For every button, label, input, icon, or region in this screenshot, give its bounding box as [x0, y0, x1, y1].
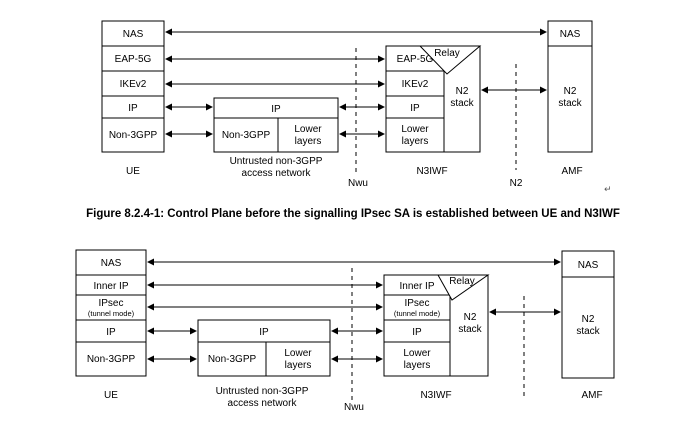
text-line: Untrusted non-3GPP — [216, 386, 309, 397]
access2-non3gpp-label: Non-3GPP — [208, 354, 257, 365]
n3iwf2-ipsec-mode: (tunnel mode) — [394, 309, 441, 318]
text-line: Lower — [294, 124, 322, 135]
n3iwf2-name: N3IWF — [420, 390, 451, 401]
text-line: access network — [242, 168, 312, 179]
ue-ip-label: IP — [128, 103, 138, 114]
relay-shape — [418, 45, 482, 75]
text-line: layers — [402, 136, 429, 147]
ue2-name: UE — [104, 390, 118, 401]
figure-1: NAS EAP-5G IKEv2 IP Non-3GPP UE IP Non-3… — [86, 20, 620, 220]
text-line: stack — [576, 326, 600, 337]
n3iwf-eap-label: EAP-5G — [397, 54, 434, 65]
access-lower-layer — [277, 117, 339, 153]
amf2-n2-layer — [561, 276, 615, 379]
n3iwf-ike-layer — [385, 70, 445, 97]
text-line: Lower — [284, 348, 312, 359]
figure-1-arrows — [165, 28, 547, 138]
text-line: N2 — [464, 312, 477, 323]
n3iwf2-inner-ip-label: Inner IP — [399, 281, 434, 292]
ue-non3gpp-layer — [101, 117, 165, 153]
ue-stack: NAS EAP-5G IKEv2 IP Non-3GPP UE — [101, 20, 165, 177]
text-line: stack — [558, 98, 582, 109]
ue-ike-label: IKEv2 — [120, 79, 147, 90]
text-line: layers — [404, 360, 431, 371]
text-line: layers — [295, 136, 322, 147]
access-non3gpp-layer — [213, 117, 279, 153]
n3iwf2-ip-label: IP — [412, 327, 422, 338]
text-line: N2 — [456, 86, 469, 97]
text-line: N2 — [582, 314, 595, 325]
n3iwf2-ipsec-layer — [383, 294, 451, 321]
return-mark: ↵ — [604, 184, 612, 194]
figure-1-caption: Figure 8.2.4-1: Control Plane before the… — [86, 208, 620, 220]
ue-eap-label: EAP-5G — [115, 54, 152, 65]
ue-name: UE — [126, 166, 140, 177]
ue2-ip-label: IP — [106, 327, 116, 338]
ue-nas-layer — [101, 20, 165, 47]
n3iwf-name: N3IWF — [416, 166, 447, 177]
ue-non3gpp-label: Non-3GPP — [109, 130, 158, 141]
nwu-label-2: Nwu — [344, 402, 364, 413]
n3iwf-ip-label: IP — [410, 103, 420, 114]
n2-label: N2 — [510, 178, 523, 189]
text-line: Untrusted non-3GPP — [230, 156, 323, 167]
relay-shape-2 — [437, 274, 490, 301]
ue2-ipsec-mode: (tunnel mode) — [88, 309, 135, 318]
access2-non3gpp-layer — [197, 341, 267, 377]
text-line: Lower — [403, 348, 431, 359]
ue2-ipsec-label: IPsec — [98, 298, 123, 309]
n3iwf-ike-label: IKEv2 — [402, 79, 429, 90]
n3iwf-lower-layer — [385, 117, 445, 153]
access2-lower-layer — [265, 341, 331, 377]
ue2-inner-ip-label: Inner IP — [93, 281, 128, 292]
ue2-non3gpp-layer — [75, 341, 147, 377]
amf-name: AMF — [561, 166, 582, 177]
n3iwf2-ipsec-label: IPsec — [404, 298, 429, 309]
text-line: N2 — [564, 86, 577, 97]
n3iwf2-lower-layer — [383, 341, 451, 377]
access-ip-label: IP — [271, 104, 281, 115]
ue2-ipsec-layer — [75, 294, 147, 321]
text-line: stack — [450, 98, 474, 109]
ue2-nas-layer — [75, 249, 147, 276]
ue2-non3gpp-label: Non-3GPP — [87, 354, 136, 365]
amf2-nas-label: NAS — [578, 260, 599, 271]
nwu-label: Nwu — [348, 178, 368, 189]
figure-2-arrows — [147, 258, 561, 363]
ue-nas-label: NAS — [123, 29, 144, 40]
ue-eap-layer — [101, 45, 165, 72]
amf2-name: AMF — [581, 390, 602, 401]
ue2-nas-label: NAS — [101, 258, 122, 269]
amf-n2-layer — [547, 45, 593, 153]
ue-stack-2: NAS Inner IP IPsec (tunnel mode) IP Non-… — [75, 249, 147, 401]
access-non3gpp-label: Non-3GPP — [222, 130, 271, 141]
amf-nas-label: NAS — [560, 29, 581, 40]
text-line: Lower — [401, 124, 429, 135]
text-line: access network — [228, 398, 298, 409]
relay-label-2: Relay — [449, 276, 475, 287]
relay-label: Relay — [434, 48, 460, 59]
text-line: layers — [285, 360, 312, 371]
figure-2: NAS Inner IP IPsec (tunnel mode) IP Non-… — [75, 249, 615, 413]
amf-nas-layer — [547, 20, 593, 47]
text-line: stack — [458, 324, 482, 335]
access2-ip-label: IP — [259, 327, 269, 338]
